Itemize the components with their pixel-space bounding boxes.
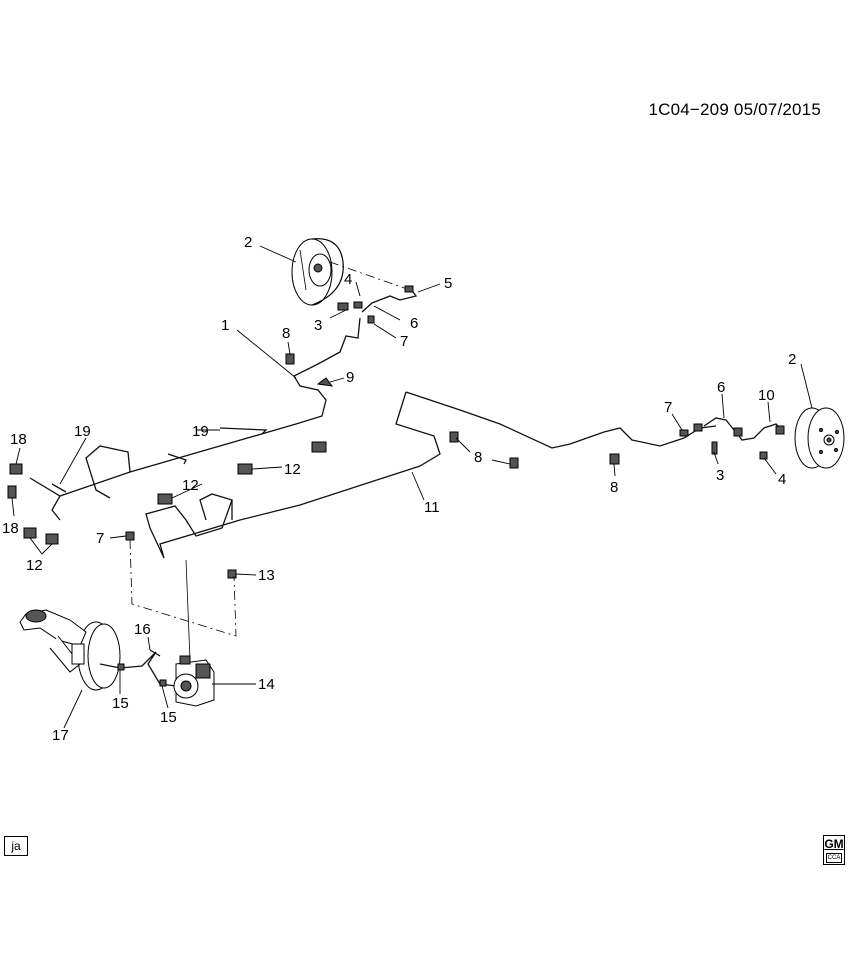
callout-12-a: 12: [26, 557, 43, 574]
callout-6-right: 6: [717, 379, 725, 396]
callout-8-right: 8: [610, 479, 618, 496]
diagram-code: 1C04−209 05/07/2015: [648, 100, 821, 119]
callout-4-left: 4: [344, 271, 352, 288]
callout-15-b: 15: [160, 709, 177, 726]
callout-7-left: 7: [96, 530, 104, 547]
callout-4-right: 4: [778, 471, 786, 488]
gm-logo-subtext: CCA: [826, 853, 842, 863]
callout-18-b: 18: [2, 520, 19, 537]
left-rear-hose: [337, 285, 418, 324]
gm-logo-text: GM: [824, 837, 844, 851]
callout-11: 11: [424, 499, 440, 516]
abs-module: [173, 655, 215, 707]
brake-pipe-11: [145, 391, 441, 559]
callout-1: 1: [221, 317, 229, 334]
callout-8-mid: 8: [474, 449, 482, 466]
callout-19-a: 19: [192, 423, 209, 440]
callout-7-top: 7: [400, 333, 408, 350]
callout-5: 5: [444, 275, 452, 292]
gm-logo: GM CCA: [823, 835, 845, 865]
callout-12-b: 12: [284, 461, 301, 478]
callout-17: 17: [52, 727, 69, 744]
callout-18-a: 18: [10, 431, 27, 448]
callout-2-right: 2: [788, 351, 796, 368]
locator-line-abs: [129, 539, 237, 637]
callout-3-right: 3: [716, 467, 724, 484]
brake-pipe-16: [99, 649, 177, 687]
callout-16: 16: [134, 621, 151, 638]
callout-7-right: 7: [664, 399, 672, 416]
language-label: ja: [4, 836, 28, 856]
right-rear-hose: [679, 417, 785, 460]
locator-line-drum-left: [329, 261, 411, 291]
callout-numbers: 2 5 4 3 6 7 1 8 9 2 6 10 7 3 4 8 8 11 19…: [2, 234, 796, 744]
callout-2-left: 2: [244, 234, 252, 251]
callout-13: 13: [258, 567, 275, 584]
callout-10: 10: [758, 387, 775, 404]
brake-booster-master-cylinder: [19, 609, 121, 691]
clips: [7, 353, 620, 579]
callout-6-left: 6: [410, 315, 418, 332]
brake-pipe-1: [29, 317, 361, 521]
callout-19-b: 19: [74, 423, 91, 440]
callout-14: 14: [258, 676, 275, 693]
callout-8-left: 8: [282, 325, 290, 342]
callout-12-c: 12: [182, 477, 199, 494]
right-rear-drum: [794, 407, 845, 469]
callout-3-left: 3: [314, 317, 322, 334]
callout-9: 9: [346, 369, 354, 386]
left-rear-drum: [291, 238, 344, 306]
callout-15-a: 15: [112, 695, 129, 712]
leader-lines: [11, 245, 813, 729]
